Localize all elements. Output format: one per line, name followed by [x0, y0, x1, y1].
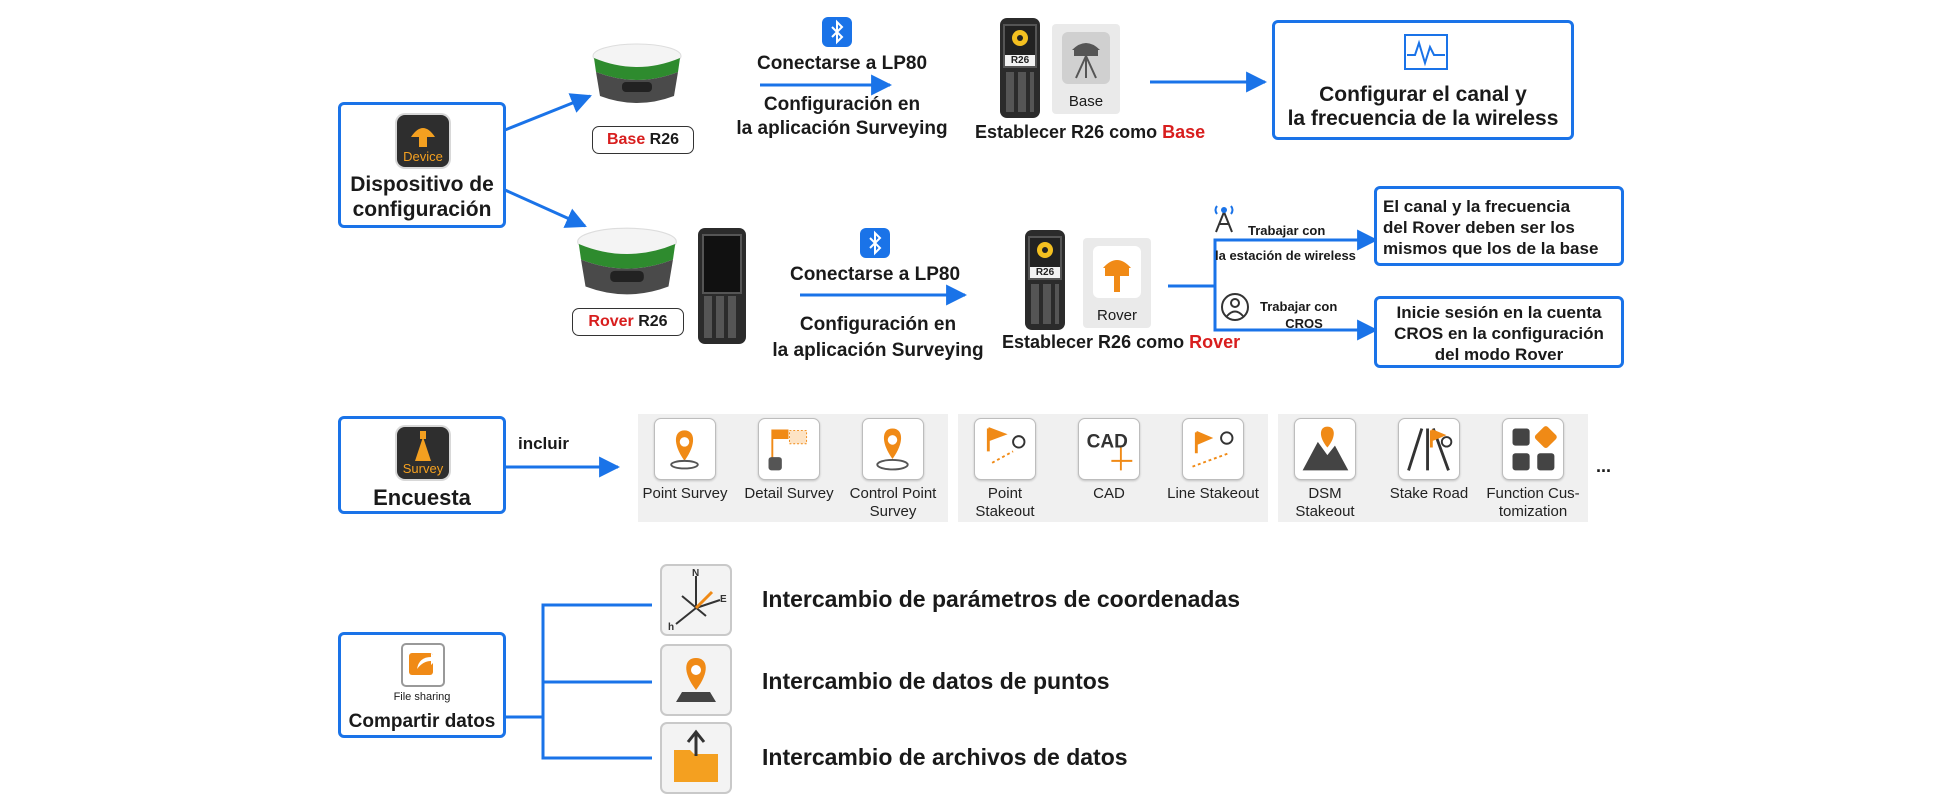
survey-tool-label: Line Stakeout — [1167, 485, 1259, 502]
arrow-rover-branch-2 — [1213, 286, 1379, 341]
arrow-device-to-base — [504, 93, 592, 132]
bluetooth-icon — [822, 17, 852, 47]
rover-result-cros-box: Inicie sesión en la cuenta CROS en la co… — [1374, 296, 1624, 368]
rover-option-cros-2: CROS — [1285, 316, 1323, 331]
survey-more: ... — [1596, 456, 1612, 476]
rover-r26-tag: Rover R26 — [572, 308, 684, 336]
survey-tool-label: Point Survey — [642, 485, 728, 502]
rover-result-wireless-box: El canal y la frecuencia del Rover deben… — [1374, 186, 1624, 266]
svg-text:CAD: CAD — [1087, 432, 1128, 453]
base-mode-tile[interactable]: Base — [1052, 24, 1120, 114]
survey-tool-tile[interactable] — [1398, 418, 1460, 480]
base-step-connect: Conectarse a LP80 — [756, 53, 928, 74]
base-antenna-icon — [1062, 32, 1110, 84]
sharing-branch-lines — [505, 603, 652, 719]
sharing-item-points: Intercambio de datos de puntos — [762, 668, 1110, 694]
data-files-icon — [660, 722, 732, 794]
radio-tower-icon — [1214, 205, 1234, 233]
device-icon: Device — [397, 115, 449, 167]
survey-box[interactable]: Survey Encuesta — [338, 416, 506, 514]
base-r26-tag: Base R26 — [592, 126, 694, 154]
rover-set-mode: Establecer R26 como Rover — [1002, 332, 1241, 352]
svg-text:N: N — [692, 568, 699, 579]
rover-option-cros-1: Trabajar con — [1260, 299, 1338, 314]
svg-text:h: h — [668, 622, 674, 633]
base-result-line1: Configurar el canal y — [1319, 83, 1527, 106]
sharing-item-coordinates: Intercambio de parámetros de coordenadas — [762, 586, 1241, 612]
arrow-rover-branch — [1168, 238, 1375, 288]
survey-tool-icon — [1512, 426, 1557, 471]
sharing-title: Compartir datos — [348, 711, 496, 732]
base-step-config-2: la aplicación Surveying — [736, 118, 948, 139]
survey-tool-icon — [1192, 431, 1234, 468]
rover-controller-phone: R26 — [1025, 230, 1065, 330]
survey-include-label: incluir — [518, 434, 570, 453]
base-controller-phone: R26 — [1000, 18, 1040, 118]
survey-tool-tile[interactable] — [654, 418, 716, 480]
survey-tool-tile[interactable] — [974, 418, 1036, 480]
rover-handheld-image — [698, 228, 746, 344]
survey-tool-icon — [986, 427, 1026, 464]
rover-mode-tile[interactable]: Rover — [1083, 238, 1151, 328]
survey-tool-label: Detail Survey — [744, 485, 834, 502]
point-data-icon — [660, 644, 732, 716]
device-title-1: Dispositivo de — [350, 173, 494, 196]
survey-tool-label: Function Cus-tomization — [1486, 485, 1580, 520]
cros-user-icon — [1221, 293, 1249, 321]
survey-tool-label: Stake Road — [1389, 485, 1469, 502]
waveform-icon — [1404, 34, 1448, 70]
base-result-box: Configurar el canal y la frecuencia de l… — [1272, 20, 1574, 140]
survey-tool-icon — [1407, 428, 1453, 471]
survey-tool-icon — [670, 430, 699, 470]
survey-tool-icon — [768, 429, 808, 471]
survey-tool-tile[interactable] — [758, 418, 820, 480]
survey-tool-tile[interactable] — [1502, 418, 1564, 480]
survey-tool-tile[interactable] — [1182, 418, 1244, 480]
rover-step-config-1: Configuración en — [799, 314, 957, 335]
base-receiver-image — [592, 42, 682, 108]
sharing-box[interactable]: File sharing Compartir datos — [338, 632, 506, 738]
rover-icon — [1093, 246, 1141, 298]
survey-tool-label: CAD — [1093, 485, 1125, 502]
survey-tool-tile[interactable] — [862, 418, 924, 480]
device-config-box[interactable]: Device Dispositivo de configuración — [338, 102, 506, 228]
rover-option-wireless-2: la estación de wireless — [1215, 248, 1356, 263]
base-result-line2: la frecuencia de la wireless — [1287, 107, 1559, 130]
rover-step-connect: Conectarse a LP80 — [789, 264, 961, 285]
survey-tool-icon: CAD — [1087, 432, 1133, 471]
device-title-2: configuración — [352, 198, 492, 221]
base-set-mode: Establecer R26 como Base — [975, 122, 1206, 142]
sharing-icon-caption: File sharing — [393, 691, 451, 703]
survey-tool-tile[interactable] — [1294, 418, 1356, 480]
rover-option-wireless-1: Trabajar con — [1248, 223, 1326, 238]
sharing-item-files: Intercambio de archivos de datos — [762, 744, 1128, 770]
survey-tool-icon — [1302, 426, 1349, 471]
survey-icon: Survey — [397, 427, 449, 479]
survey-tool-icon — [876, 428, 909, 471]
base-step-config-1: Configuración en — [763, 94, 921, 115]
file-sharing-icon — [401, 643, 445, 687]
arrow-device-to-rover — [504, 188, 587, 228]
svg-text:E: E — [720, 594, 727, 605]
bluetooth-icon-rover — [860, 228, 890, 258]
survey-title: Encuesta — [373, 485, 471, 510]
coordinate-params-icon: N E h — [660, 564, 732, 636]
survey-tool-tile[interactable]: CAD — [1078, 418, 1140, 480]
rover-receiver-image — [572, 226, 682, 300]
rover-step-config-2: la aplicación Surveying — [772, 340, 984, 361]
